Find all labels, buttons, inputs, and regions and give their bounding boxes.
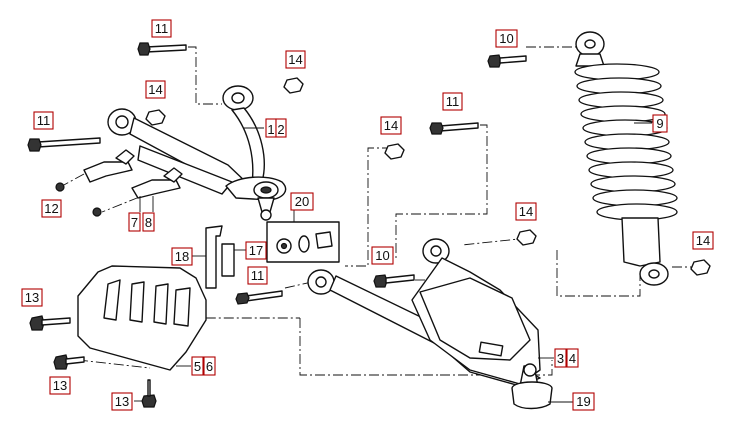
pin-18	[205, 225, 223, 289]
bolts-10	[373, 54, 527, 288]
callout-19: 19	[572, 392, 595, 411]
callout-11-mid: 11	[247, 266, 268, 285]
callout-label: 19	[576, 394, 590, 409]
sleeve-17	[221, 243, 235, 277]
callout-label-1: 1	[267, 122, 274, 137]
assembly-lines	[61, 46, 692, 376]
bushing-kit	[266, 221, 340, 263]
callout-20: 20	[290, 192, 314, 211]
callout-label-2: 2	[277, 122, 284, 137]
callout-label: 14	[519, 204, 533, 219]
callout-9: 9	[652, 114, 668, 133]
callout-13-a: 13	[21, 288, 43, 307]
callout-label: 11	[251, 268, 265, 283]
callout-13-b: 13	[49, 376, 71, 395]
spring-coils	[574, 63, 678, 221]
callout-label: 10	[375, 248, 389, 263]
callout-1-2: 1 2	[265, 118, 287, 138]
callout-label: 10	[499, 31, 513, 46]
callout-label: 12	[44, 201, 58, 216]
leader-lines	[134, 122, 652, 403]
lower-control-arm	[307, 238, 553, 410]
callout-7-8: 7 8	[128, 212, 155, 232]
callout-3-4: 3 4	[554, 348, 579, 368]
callout-11-left: 11	[33, 111, 54, 130]
callout-17: 17	[245, 241, 267, 260]
callout-label: 18	[175, 249, 189, 264]
callout-14-center: 14	[380, 116, 402, 135]
callout-label: 14	[384, 118, 398, 133]
callout-11-right: 11	[442, 92, 463, 111]
callout-label: 11	[446, 94, 460, 109]
callout-label: 11	[155, 21, 169, 36]
callout-5-6: 5 6	[191, 356, 216, 376]
callout-label: 9	[656, 116, 663, 131]
callout-11-top: 11	[151, 19, 172, 38]
nuts	[145, 77, 711, 276]
callout-label: 13	[53, 378, 67, 393]
callout-label: 17	[249, 243, 263, 258]
callout-18: 18	[171, 247, 193, 266]
shock-absorber	[574, 31, 678, 286]
skid-plate-guard	[77, 265, 207, 371]
callout-label: 5	[194, 359, 201, 374]
callout-label: 14	[288, 52, 302, 67]
callout-label: 13	[115, 394, 129, 409]
callout-label: 11	[37, 113, 51, 128]
callout-label: 3	[557, 351, 564, 366]
callout-label: 14	[696, 233, 710, 248]
callout-label: 13	[25, 290, 39, 305]
callout-13-c: 13	[111, 392, 133, 411]
nut-12b	[92, 207, 102, 217]
callout-label: 6	[206, 359, 213, 374]
callout-label: 14	[148, 82, 162, 97]
upper-control-arm	[107, 85, 287, 221]
callout-10-lower: 10	[371, 246, 394, 265]
callout-label: 8	[145, 215, 152, 230]
callout-14-right: 14	[515, 202, 537, 221]
callout-label: 7	[131, 215, 138, 230]
nut-12a	[55, 182, 65, 192]
callout-12-a: 12	[41, 199, 62, 218]
callout-label: 20	[295, 194, 309, 209]
bolts	[27, 42, 479, 305]
bolts-13	[29, 315, 157, 408]
callout-14-far-right: 14	[692, 231, 714, 250]
bracket-clamps	[83, 149, 183, 199]
callout-label: 4	[569, 351, 576, 366]
callout-10-top: 10	[495, 29, 518, 48]
callout-14-top: 14	[285, 50, 306, 69]
callout-14-left: 14	[145, 80, 166, 99]
